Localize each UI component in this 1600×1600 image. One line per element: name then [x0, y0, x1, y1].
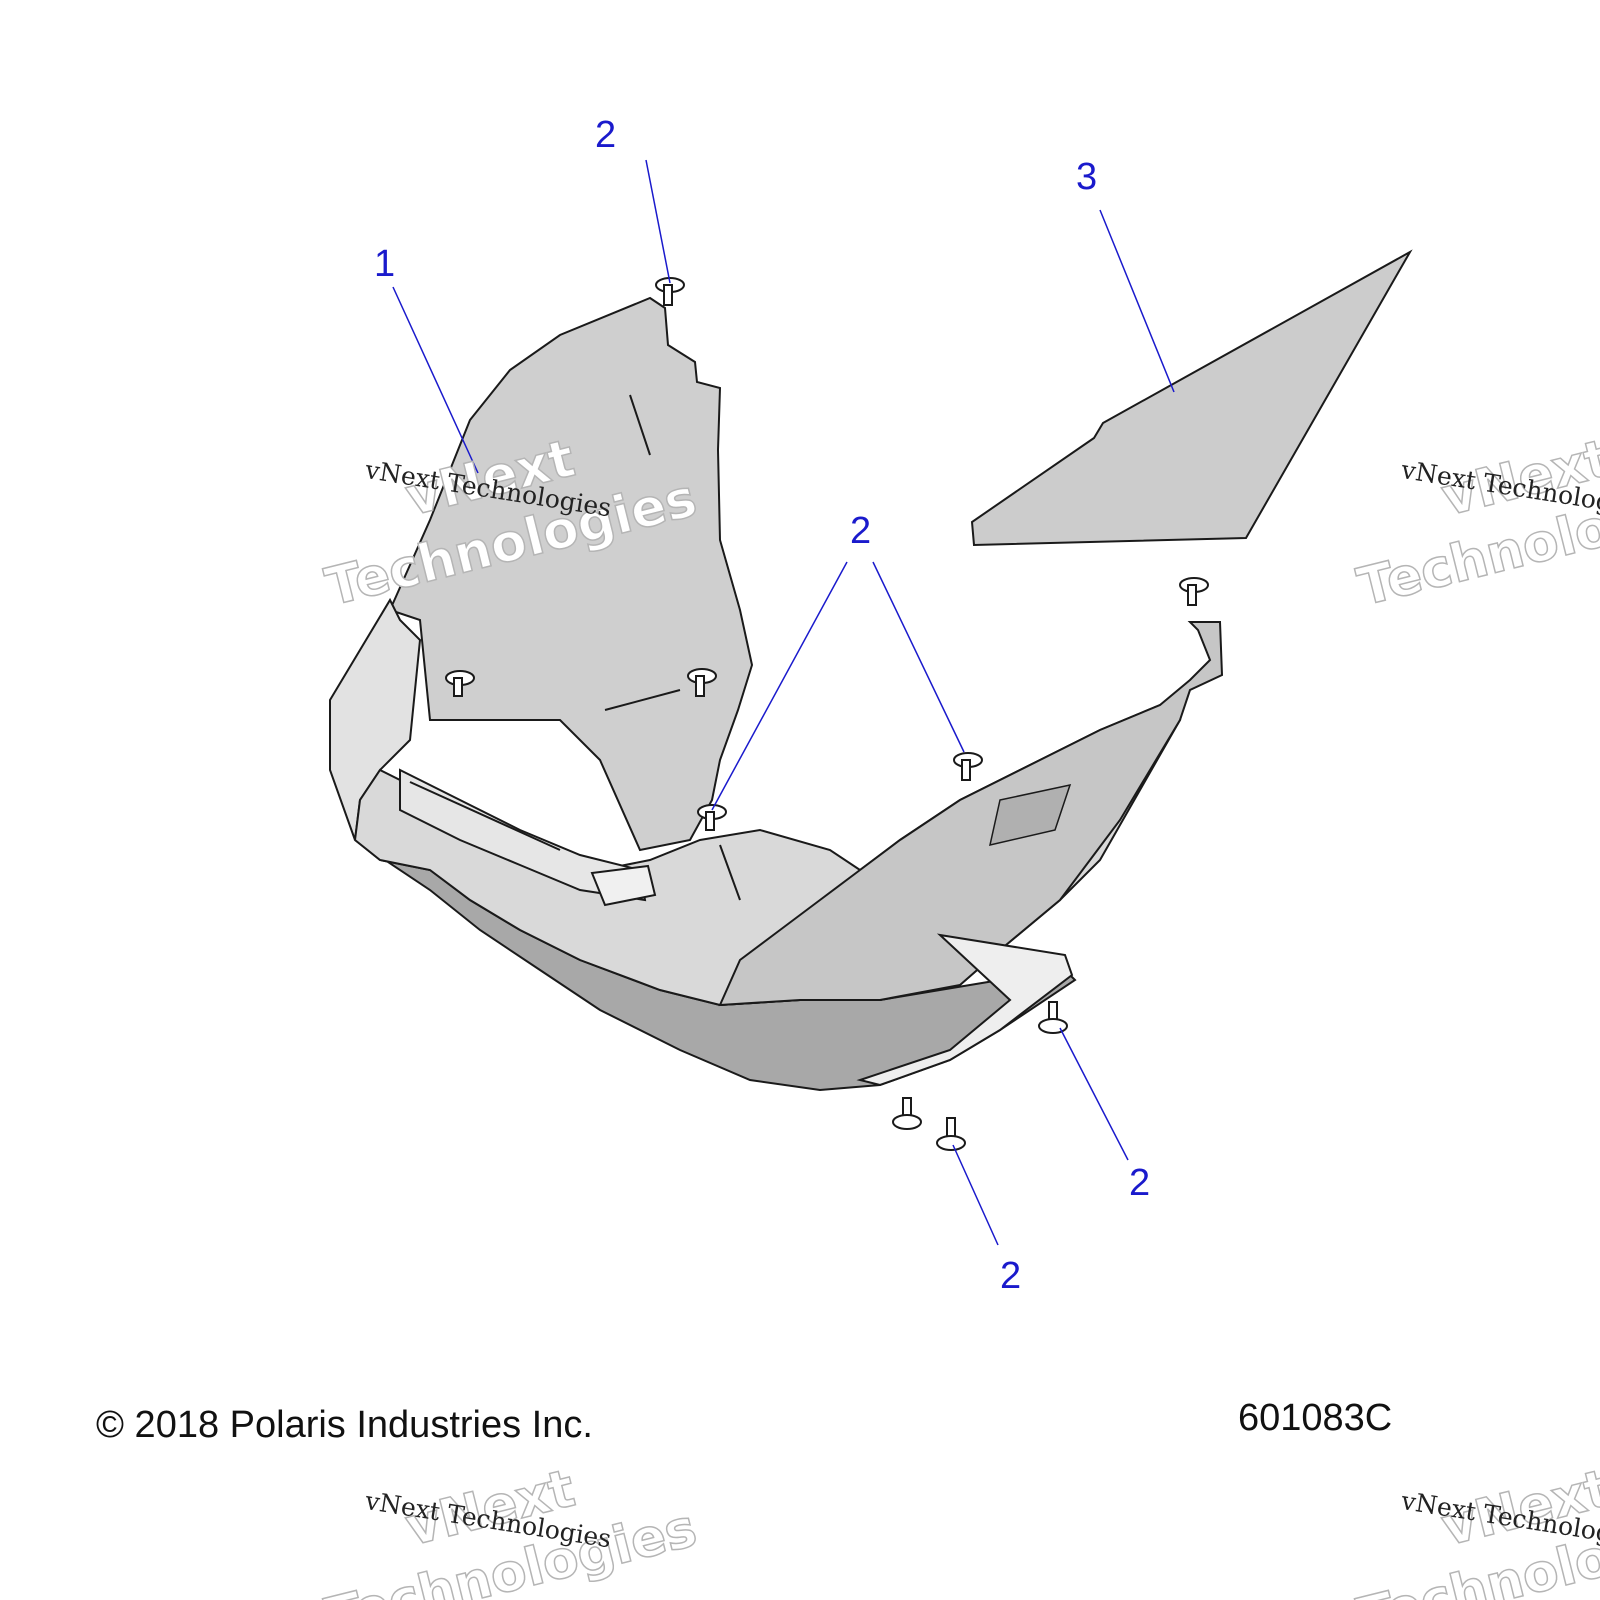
rivet-left [445, 670, 475, 697]
rivet-top [655, 277, 685, 306]
leader-2-mid-left [711, 561, 848, 811]
copyright-notice: © 2018 Polaris Industries Inc. [96, 1404, 593, 1446]
callout-1: 1 [374, 243, 396, 285]
part-2-rivets [445, 277, 1209, 1151]
leader-lines [392, 159, 1175, 1246]
rivet-bottom-3 [1038, 1001, 1068, 1034]
rivet-bottom-2 [936, 1117, 966, 1151]
callout-3: 3 [1076, 156, 1098, 198]
rivet-far-right [1179, 577, 1209, 606]
rivet-bottom-1 [892, 1097, 922, 1130]
callout-2-top: 2 [595, 114, 617, 156]
diagram-number: 601083C [1238, 1397, 1393, 1439]
part-1-front-shell [329, 296, 1224, 1092]
leader-1 [392, 286, 479, 474]
rivet-inner [687, 668, 717, 697]
rivet-center [697, 804, 727, 831]
callout-2-bottom-right: 2 [1129, 1162, 1151, 1204]
leader-2-bottom-right [1059, 1027, 1129, 1161]
leader-2-bottom [952, 1144, 999, 1246]
leader-2-top [645, 159, 671, 284]
part-3-panel [970, 249, 1413, 547]
rivet-right [953, 752, 983, 781]
callout-2-bottom: 2 [1000, 1255, 1022, 1297]
leader-2-mid-right [872, 561, 965, 753]
callout-2-middle: 2 [850, 510, 872, 552]
leader-3 [1099, 209, 1175, 393]
